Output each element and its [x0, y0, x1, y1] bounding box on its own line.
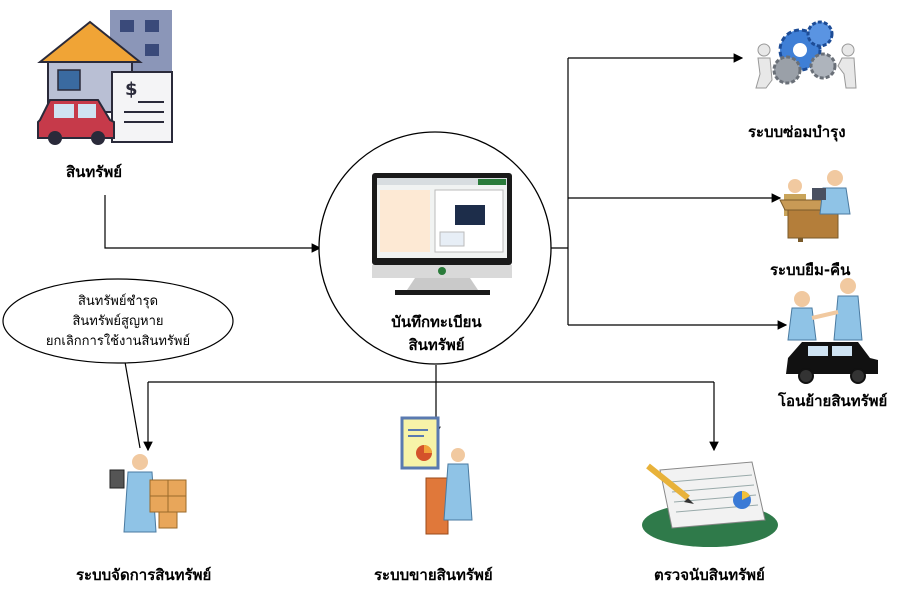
person-boxes-icon: [109, 454, 187, 533]
note-line-3: ยกเลิกการใช้งานสินทรัพย์: [45, 334, 191, 349]
connectors: [104, 53, 788, 452]
asset-label: สินทรัพย์: [66, 163, 123, 181]
note-to-manage-line: [124, 361, 141, 449]
manage-label: ระบบจัดการสินทรัพย์: [76, 566, 212, 584]
sell-label: ระบบขายสินทรัพย์: [374, 566, 493, 584]
count-label: ตรวจนับสินทรัพย์: [654, 566, 765, 584]
desk-people-icon: [779, 170, 851, 242]
note-ellipse: [2, 278, 234, 364]
maintenance-label: ระบบซ่อมบำรุง: [748, 123, 846, 141]
handshake-car-icon: [786, 278, 878, 384]
transfer-label: โอนย้ายสินทรัพย์: [778, 392, 888, 410]
note-line-1: สินทรัพย์ชำรุด: [77, 294, 159, 309]
asset-to-center-line: [104, 195, 322, 253]
report-pencil-icon: [642, 461, 778, 547]
svg-text:$: $: [125, 79, 138, 100]
gears-people-icon: [755, 20, 857, 89]
center-label-line2: สินทรัพย์: [408, 336, 465, 354]
computer-monitor-icon: [372, 173, 512, 295]
presenter-chart-icon: [400, 416, 473, 535]
house-car-document-icon: $: [37, 10, 173, 145]
note-text: สินทรัพย์ชำรุด สินทรัพย์สูญหาย ยกเลิกการ…: [3, 290, 233, 360]
center-label-line1: บันทึกทะเบียน: [391, 313, 482, 331]
note-line-2: สินทรัพย์สูญหาย: [72, 314, 164, 329]
borrow-label: ระบบยืม-คืน: [770, 261, 851, 279]
